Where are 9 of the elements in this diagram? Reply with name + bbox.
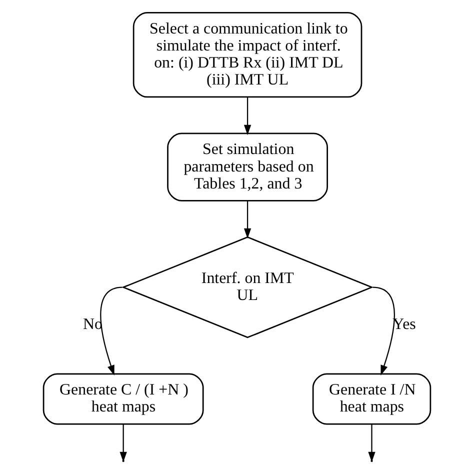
arrow bbox=[372, 286, 395, 376]
node-box: Generate I /N heat maps bbox=[312, 373, 432, 425]
arrow bbox=[244, 200, 252, 239]
node-box: Set simulation parameters based on Tables 1,2, and 3 bbox=[167, 132, 328, 202]
arrow bbox=[244, 97, 252, 136]
node-diamond: Interf. on IMT UL bbox=[122, 236, 374, 338]
node-box: Select a communication link to simulate the impact of interf. on: (i) DTTB Rx (ii) IMT DL (iii) IMT UL bbox=[132, 12, 362, 98]
node-box: Generate C / (I +N ) heat maps bbox=[42, 373, 204, 425]
arrow bbox=[100, 286, 122, 376]
